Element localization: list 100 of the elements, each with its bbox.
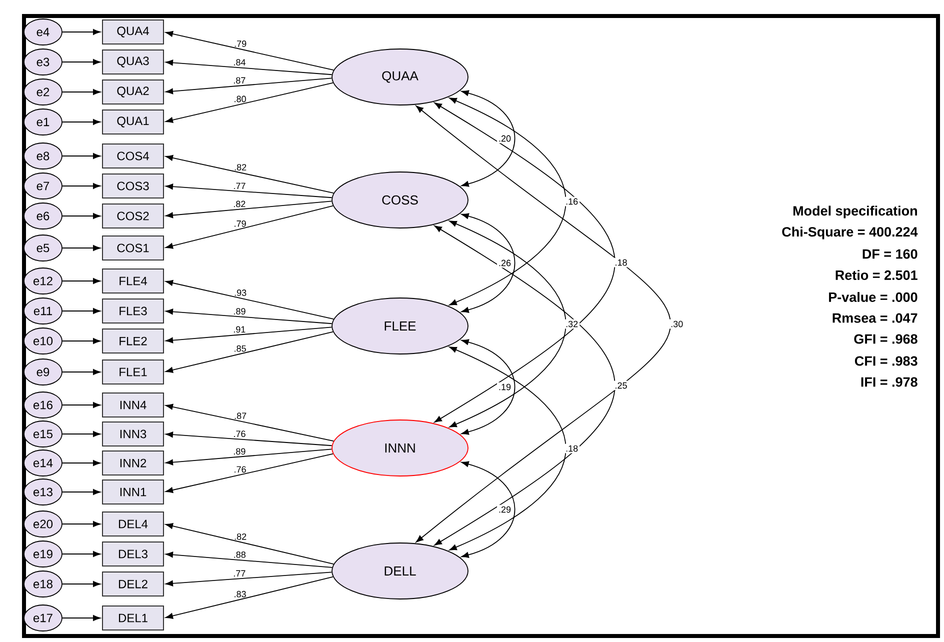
indicator-box: COS2 xyxy=(102,204,164,228)
indicator-box: QUA1 xyxy=(102,110,164,134)
covariance-arrow xyxy=(449,220,566,428)
edge-label: .18 xyxy=(616,259,627,266)
loading-arrow xyxy=(165,331,334,373)
edge-label: .25 xyxy=(616,382,627,389)
edge-label: .79 xyxy=(234,40,246,47)
edge-label: .20 xyxy=(499,135,511,142)
loading-arrow xyxy=(165,31,334,70)
fit-statistic: CFI = .983 xyxy=(854,356,918,366)
loading-arrow xyxy=(165,523,334,564)
edge-label: .26 xyxy=(499,260,511,266)
covariance-arrow xyxy=(416,106,672,542)
fit-heading: Model specification xyxy=(793,206,917,218)
edge-label: .18 xyxy=(566,445,578,452)
arrow xyxy=(62,489,101,495)
arrow xyxy=(62,431,101,437)
fit-statistic: Rmsea = .047 xyxy=(832,313,918,323)
loading-arrow xyxy=(165,432,332,446)
edge-label: .76 xyxy=(234,466,246,473)
indicator-box: DEL3 xyxy=(102,542,164,566)
arrow xyxy=(62,460,101,466)
loading-arrow xyxy=(165,404,334,442)
loading-arrow xyxy=(165,308,332,324)
loading-arrow xyxy=(165,184,332,198)
loading-arrow xyxy=(165,572,332,586)
arrow xyxy=(62,29,101,35)
arrow xyxy=(62,369,101,375)
indicator-box: FLE2 xyxy=(102,328,164,354)
edge-label: .82 xyxy=(234,164,246,170)
fit-statistic: P-value = .000 xyxy=(829,292,918,302)
indicator-box: INN1 xyxy=(102,480,164,504)
loading-arrow xyxy=(165,200,332,218)
indicator-box: DEL4 xyxy=(102,512,164,536)
edge-label: .16 xyxy=(566,198,578,205)
indicator-box: COS1 xyxy=(102,236,164,260)
edge-label: .82 xyxy=(234,533,246,540)
loading-arrow xyxy=(165,82,334,123)
covariance-arrow xyxy=(461,339,516,435)
arrow xyxy=(62,59,101,65)
indicator-box: FLE3 xyxy=(102,298,164,324)
loading-arrow xyxy=(165,280,334,320)
edge-label: .93 xyxy=(234,290,246,296)
edge-label: .79 xyxy=(234,220,246,227)
covariance-arrow xyxy=(449,346,566,550)
loading-arrow xyxy=(165,60,332,76)
arrow xyxy=(62,521,101,527)
arrow xyxy=(62,245,101,251)
indicator-box: COS3 xyxy=(102,174,164,198)
indicator-box: INN4 xyxy=(102,392,164,418)
arrow xyxy=(62,183,101,189)
arrow xyxy=(62,402,101,408)
covariance-arrow xyxy=(461,213,516,313)
edge-label: .85 xyxy=(234,345,246,352)
indicator-box: INN2 xyxy=(102,450,164,476)
loading-arrow xyxy=(165,453,334,493)
edge-label: .83 xyxy=(234,590,246,598)
arrow xyxy=(62,153,101,159)
covariance-arrow xyxy=(449,98,566,306)
loading-arrow xyxy=(165,552,333,568)
fit-statistic: Retio = 2.501 xyxy=(836,270,918,280)
edge-label: .91 xyxy=(234,326,246,333)
loading-arrow xyxy=(165,78,332,94)
loading-arrow xyxy=(165,576,334,619)
arrow xyxy=(62,338,101,344)
fit-statistic: GFI = .968 xyxy=(854,334,918,344)
edge-label: .87 xyxy=(234,412,246,420)
edge-label: .77 xyxy=(234,182,246,190)
covariance-arrow xyxy=(434,102,616,423)
edge-label: .84 xyxy=(234,59,246,66)
edge-label: .19 xyxy=(499,384,511,390)
arrow xyxy=(62,581,101,587)
indicator-box: DEL2 xyxy=(102,572,164,596)
arrow xyxy=(62,308,101,314)
arrow xyxy=(62,119,101,125)
indicator-box: COS4 xyxy=(102,144,164,168)
indicator-box: QUA3 xyxy=(102,50,164,74)
arrow xyxy=(62,213,101,219)
arrow xyxy=(62,89,101,95)
arrow xyxy=(62,615,101,621)
edge-label: .89 xyxy=(234,448,246,455)
arrow xyxy=(62,551,101,557)
edge-label: .80 xyxy=(234,96,246,102)
indicator-box: FLE1 xyxy=(102,360,164,384)
loading-arrow xyxy=(165,154,334,194)
loading-arrow xyxy=(165,448,332,466)
indicator-box: QUA4 xyxy=(102,20,164,44)
edge-label: .88 xyxy=(234,551,246,558)
arrow xyxy=(62,278,101,284)
covariance-arrow xyxy=(461,90,516,187)
fit-statistic: IFI = .978 xyxy=(861,377,918,387)
edge-label: .89 xyxy=(234,308,246,314)
edge-label: .87 xyxy=(234,77,246,84)
indicator-box: QUA2 xyxy=(102,80,164,104)
fit-statistic: DF = 160 xyxy=(862,249,918,259)
loading-arrow xyxy=(165,205,334,249)
covariance-arrow xyxy=(434,225,616,546)
indicator-box: DEL1 xyxy=(102,606,164,630)
edge-label: .82 xyxy=(234,200,246,208)
covariance-arrow xyxy=(461,461,516,558)
